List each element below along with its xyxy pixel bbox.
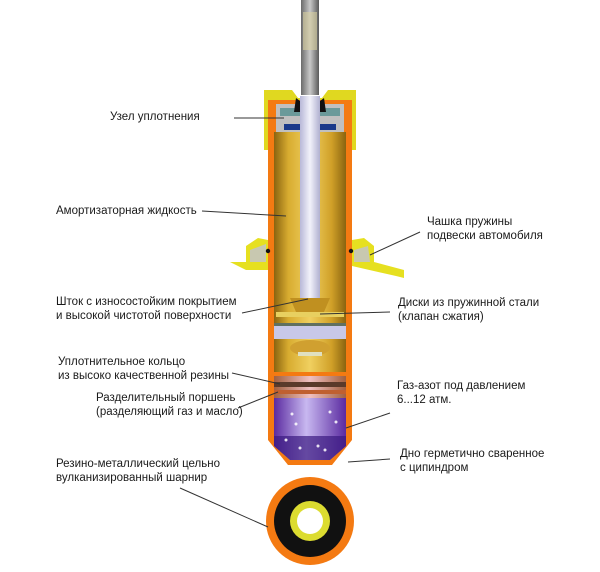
leader-lines xyxy=(179,117,421,528)
label-spring-cup: Чашка пружины подвески автомобиля xyxy=(427,216,543,242)
spring-cup xyxy=(230,238,404,278)
label-seal-assembly: Узел уплотнения xyxy=(110,111,200,123)
label-seal-ring: Уплотнительное кольцо из высоко качестве… xyxy=(58,356,230,382)
piston-rod-top xyxy=(301,0,319,95)
piston-rod xyxy=(300,96,320,308)
label-nitrogen-gas: Газ-азот под давлением 6...12 атм. xyxy=(397,380,526,406)
compression-valve xyxy=(274,298,346,356)
floating-piston xyxy=(274,376,346,398)
label-rubber-metal-joint: Резино-металлический цельно вулканизиров… xyxy=(56,458,221,484)
mounting-eye xyxy=(266,477,354,565)
gas-bubbles xyxy=(284,410,338,452)
label-compression-valve: Диски из пружинной стали (клапан сжатия) xyxy=(398,297,540,323)
label-floating-piston: Разделительный поршень (разделяющий газ … xyxy=(96,392,243,418)
label-damper-fluid: Амортизаторная жидкость xyxy=(56,205,197,217)
label-welded-bottom: Дно герметично сваренное с ципиндром xyxy=(400,448,545,474)
label-piston-rod: Шток с износостойким покрытием и высокой… xyxy=(56,296,237,322)
